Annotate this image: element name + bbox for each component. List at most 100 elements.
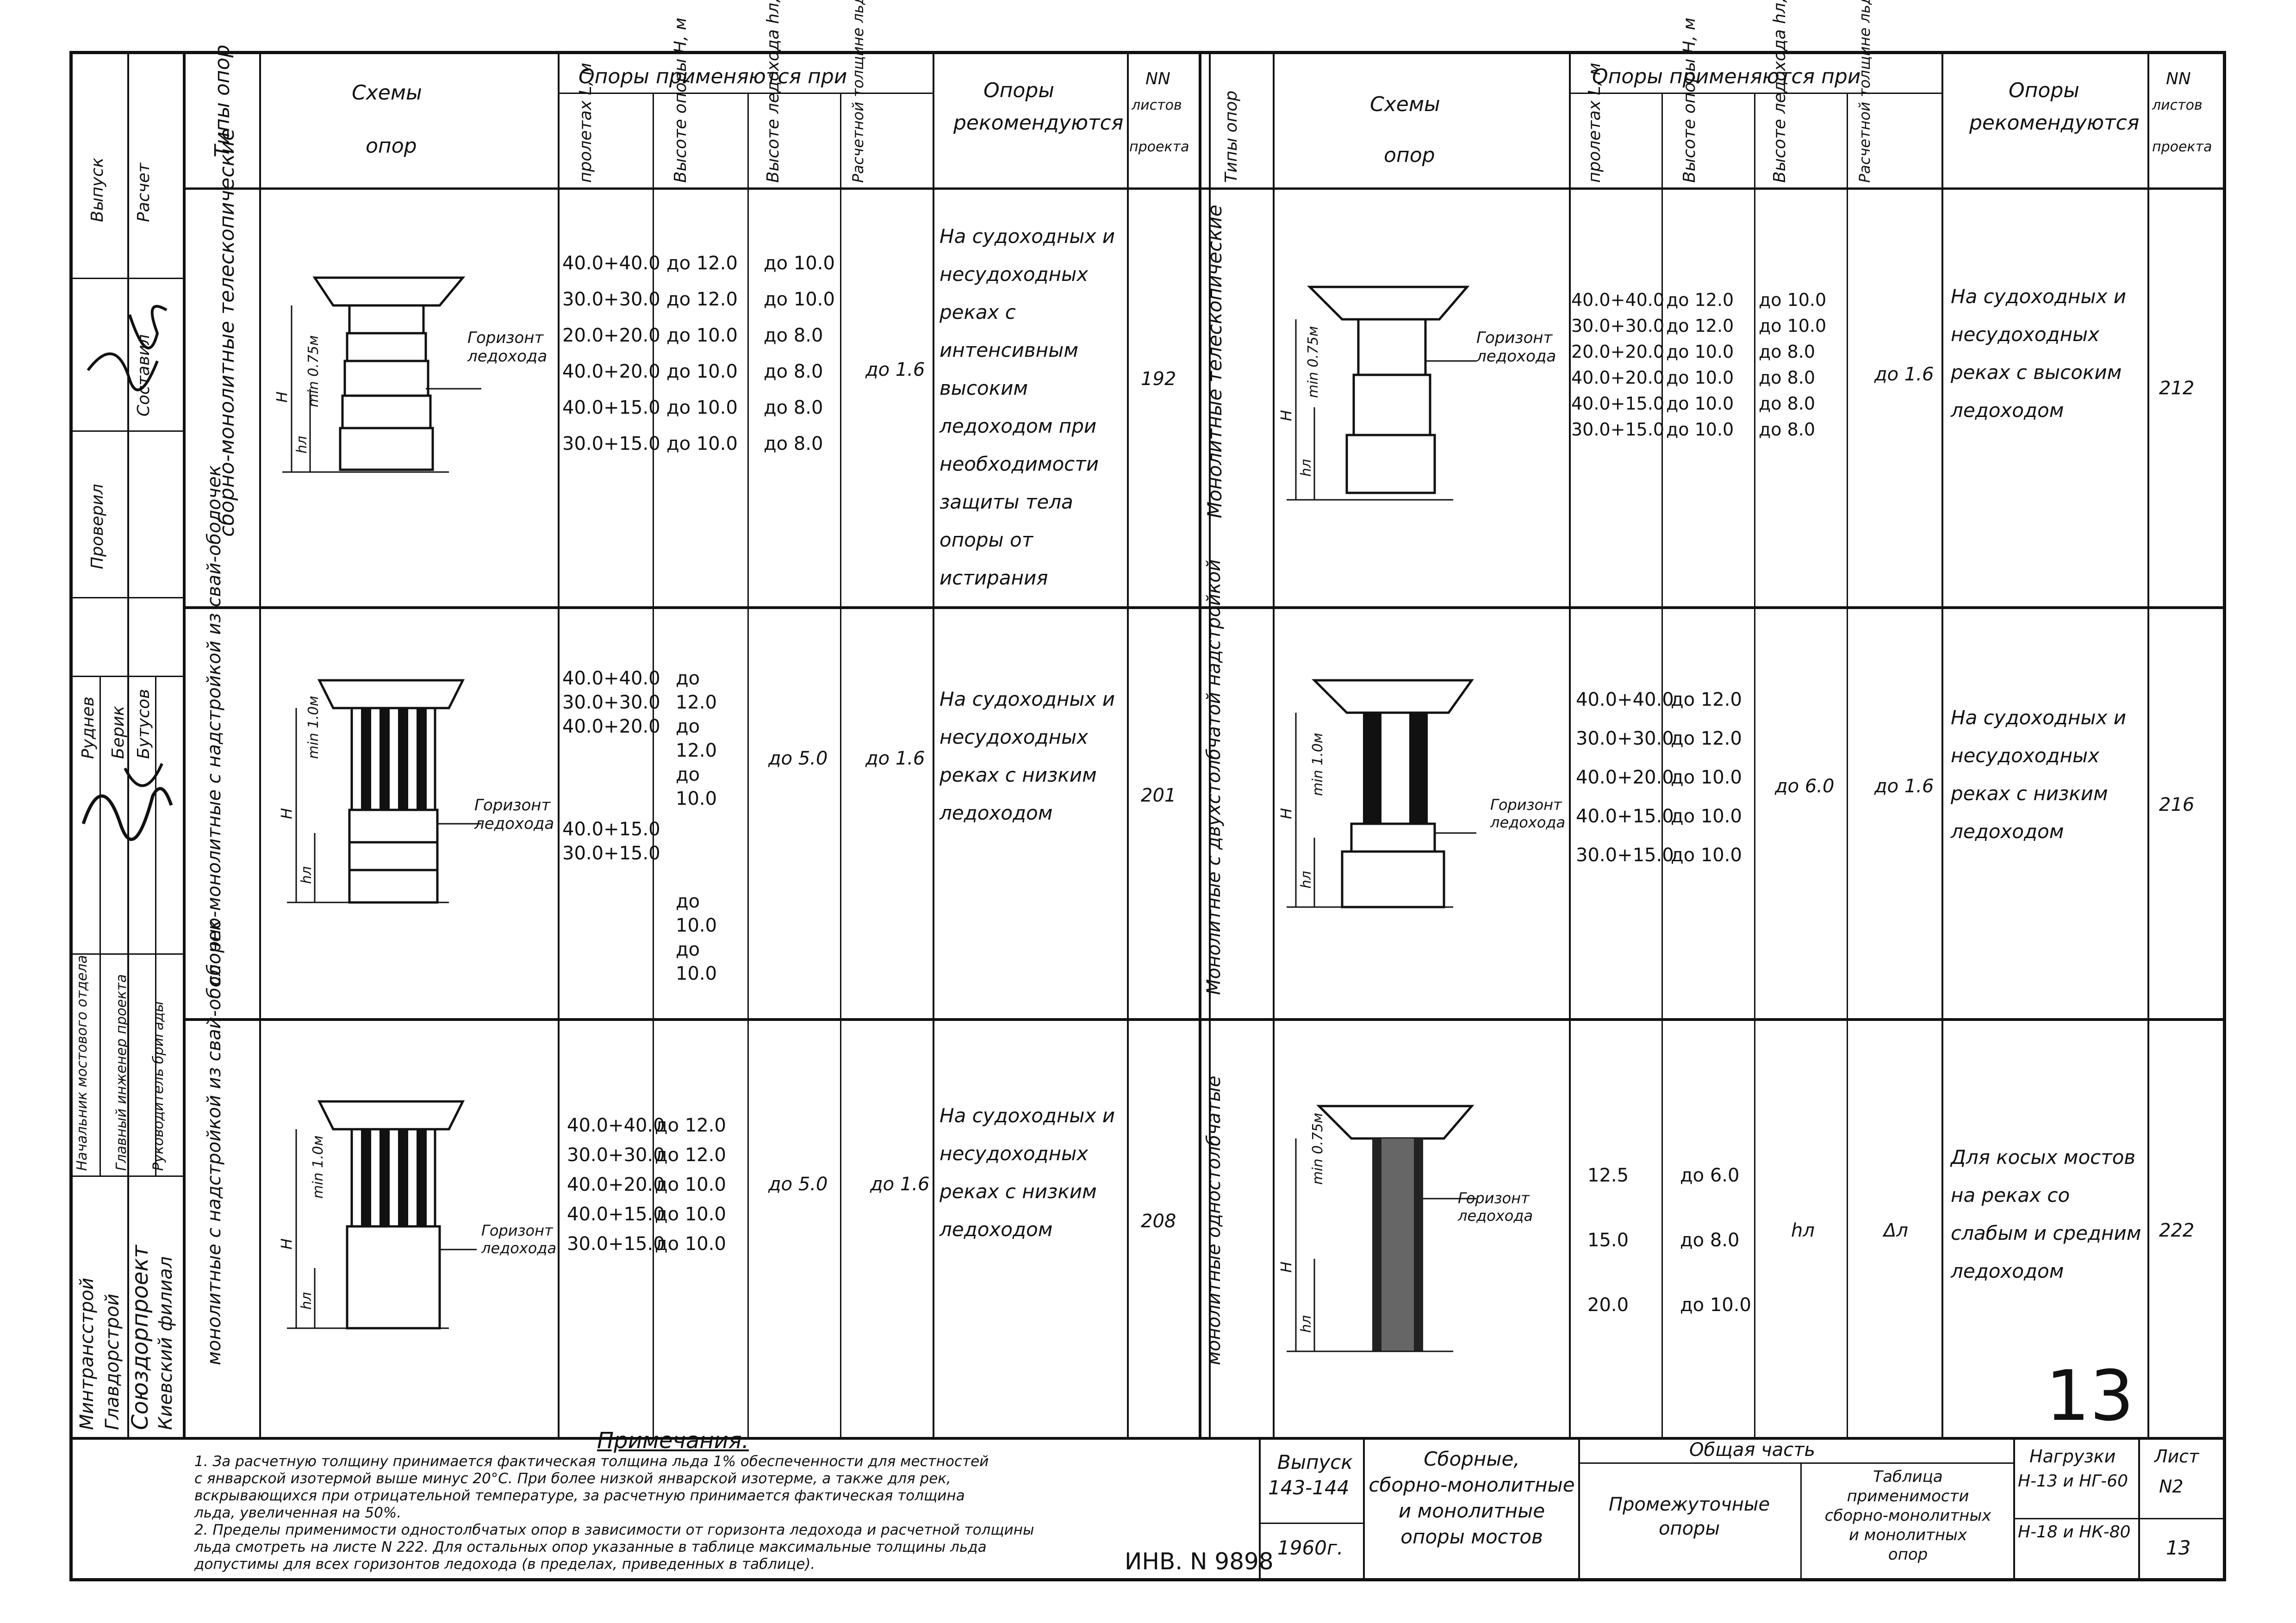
height-value: до 10.0: [655, 1204, 726, 1225]
table-name: Таблица применимости сборно-монолитных и…: [1803, 1467, 2013, 1564]
ice-height-value: до 10.0: [764, 289, 835, 310]
recommended-text: Для косых мостов на реках со слабым и ср…: [1951, 1146, 2141, 1282]
pier-diagram-single-column: H hл: [1277, 1105, 1476, 1352]
pier-diagram-twin-column: H hл: [1277, 679, 1476, 908]
header-sheet-no: проекта: [1129, 139, 1189, 155]
note-line: вскрывающихся при отрицательной температ…: [194, 1487, 965, 1504]
title-line: опоры мостов: [1400, 1525, 1543, 1548]
header-schemes: опор: [1384, 143, 1435, 167]
span-value: 30.0+15.0: [567, 1233, 665, 1255]
notes-body: 1. За расчетную толщину принимается факт…: [194, 1453, 1250, 1573]
header-span: пролетах L, м: [1585, 62, 1604, 183]
span-value: 30.0+30.0: [567, 1144, 665, 1166]
svg-text:hл: hл: [1298, 871, 1314, 889]
loads-line: Н-13 и НГ-60: [2018, 1472, 2128, 1491]
header-sheet-no: проекта: [2152, 139, 2212, 155]
height-value: до 12.0: [676, 716, 717, 761]
page-value: 13: [2166, 1536, 2191, 1559]
table-line: сборно-монолитных: [1824, 1506, 1991, 1525]
height-value: до 12.0: [1671, 728, 1742, 749]
span-value: 40.0+40.0: [1576, 689, 1674, 710]
sheet-number: 208: [1141, 1211, 1176, 1232]
pier-type: сборно-монолитные с надстройкой из свай-…: [204, 465, 225, 986]
span-cell: 12.5 15.0 20.0: [1587, 1143, 1657, 1337]
year: 1960г.: [1277, 1536, 1344, 1559]
ice-height-value: до 10.0: [764, 253, 835, 274]
ice-thickness-value: до 1.6: [1874, 364, 1934, 385]
min-label: min 0.75м: [305, 335, 322, 407]
height-value: до 10.0: [1671, 767, 1742, 788]
span-value: 40.0+15.0: [1571, 393, 1665, 414]
span-cell: 40.0+40.0 30.0+30.0 40.0+20.0 40.0+15.0 …: [567, 1111, 665, 1259]
header-ice-height: Высоте ледохода hл, м: [1770, 0, 1789, 183]
height-value: до 12.0: [1666, 316, 1734, 336]
ice-thickness-value: до 1.6: [865, 748, 925, 769]
span-value: 30.0+30.0: [1576, 728, 1674, 749]
org-line: Главдорстрой: [102, 1293, 123, 1430]
loads-label: Нагрузки: [2029, 1446, 2116, 1467]
header-applied: Опоры применяются при: [579, 65, 847, 88]
span-value: 40.0+20.0: [562, 716, 660, 737]
header-sheet-no: листов: [2152, 97, 2203, 113]
header-sheet-no: NN: [1145, 69, 1170, 88]
header-applied: Опоры применяются при: [1592, 65, 1861, 88]
height-value: до 10.0: [676, 939, 717, 984]
ice-label: Горизонт ледохода: [1490, 796, 1566, 831]
svg-text:hл: hл: [299, 866, 315, 884]
ice-label: Горизонт ледохода: [1458, 1189, 1533, 1225]
pier-type: монолитные одностолбчатые: [1203, 1076, 1225, 1365]
height-value: до 10.0: [676, 891, 717, 936]
recommended-text: На судоходных и несудоходных реках с инт…: [940, 225, 1115, 589]
height-value: до 6.0: [1680, 1165, 1740, 1186]
min-label: min 1.0м: [305, 696, 322, 759]
header-ice-height: Высоте ледохода hл, м: [764, 0, 783, 183]
sheet-number: 222: [2159, 1220, 2195, 1241]
svg-text:H: H: [1277, 808, 1295, 819]
header-recommended: Опоры: [983, 79, 1054, 102]
sheet-number: 212: [2159, 378, 2195, 399]
ice-height-value: до 5.0: [768, 748, 828, 769]
height-value: до 10.0: [1671, 845, 1742, 866]
note-line: 2. Пределы применимости одностолбчатых о…: [194, 1522, 1034, 1538]
header-span: пролетах L, м: [576, 62, 595, 183]
ice-height-value: до 8.0: [1759, 419, 1816, 440]
height-value: до 12.0: [666, 289, 738, 310]
section-line: опоры: [1658, 1518, 1720, 1539]
note-line: 1. За расчетную толщину принимается факт…: [194, 1453, 989, 1470]
span-value: 40.0+40.0: [1571, 290, 1665, 310]
ice-height-value: до 8.0: [764, 433, 823, 454]
svg-text:hл: hл: [1298, 459, 1314, 477]
min-label: min 1.0м: [310, 1135, 326, 1199]
title-line: и монолитные: [1398, 1499, 1545, 1522]
pier-diagram-telescopic: H hл: [1277, 286, 1476, 501]
span-value: 40.0+20.0: [1571, 367, 1665, 388]
pier-diagram-shell-piles: H hл: [278, 679, 481, 904]
span-value: 40.0+15.0: [1576, 806, 1674, 827]
recommended-text: На судоходных и несудоходных реках с выс…: [1951, 285, 2127, 422]
height-value: до 10.0: [1666, 342, 1734, 362]
height-value: до 10.0: [1680, 1294, 1751, 1316]
ice-height-value: до 10.0: [1759, 290, 1827, 310]
height-cell: до 12.0 до 12.0 до 10.0 до 10.0 до 10.0 …: [1666, 287, 1752, 442]
note-line: допустимы для всех горизонтов ледохода (…: [194, 1556, 815, 1573]
svg-text:H: H: [278, 1238, 295, 1250]
sheet-value: N2: [2159, 1476, 2184, 1497]
span-value: 40.0+15.0: [562, 819, 660, 840]
inventory-number: ИНВ. N 9898: [1125, 1548, 1274, 1575]
header-schemes: Схемы: [352, 81, 422, 105]
svg-text:hл: hл: [299, 1292, 315, 1310]
span-value: 40.0+20.0: [1576, 767, 1674, 788]
header-sheet-no: листов: [1132, 97, 1182, 113]
height-value: до 12.0: [1671, 689, 1742, 710]
ice-height-value: до 8.0: [764, 397, 823, 418]
handwritten-page-number: 13: [2046, 1356, 2134, 1436]
svg-text:hл: hл: [1298, 1315, 1314, 1333]
span-value: 20.0+20.0: [562, 325, 660, 346]
header-recommended: рекомендуются: [1969, 111, 2140, 135]
height-cell: до 12.0 до 12.0 до 10.0 до 10.0 до 10.0: [1671, 680, 1752, 875]
sheet-number: 201: [1141, 785, 1176, 806]
loads-line: Н-18 и НК-80: [2018, 1523, 2131, 1542]
height-value: до 10.0: [666, 325, 738, 346]
header-ice-thickness: Расчетной толщине льда, м: [849, 0, 867, 183]
span-value: 40.0+40.0: [567, 1115, 665, 1136]
